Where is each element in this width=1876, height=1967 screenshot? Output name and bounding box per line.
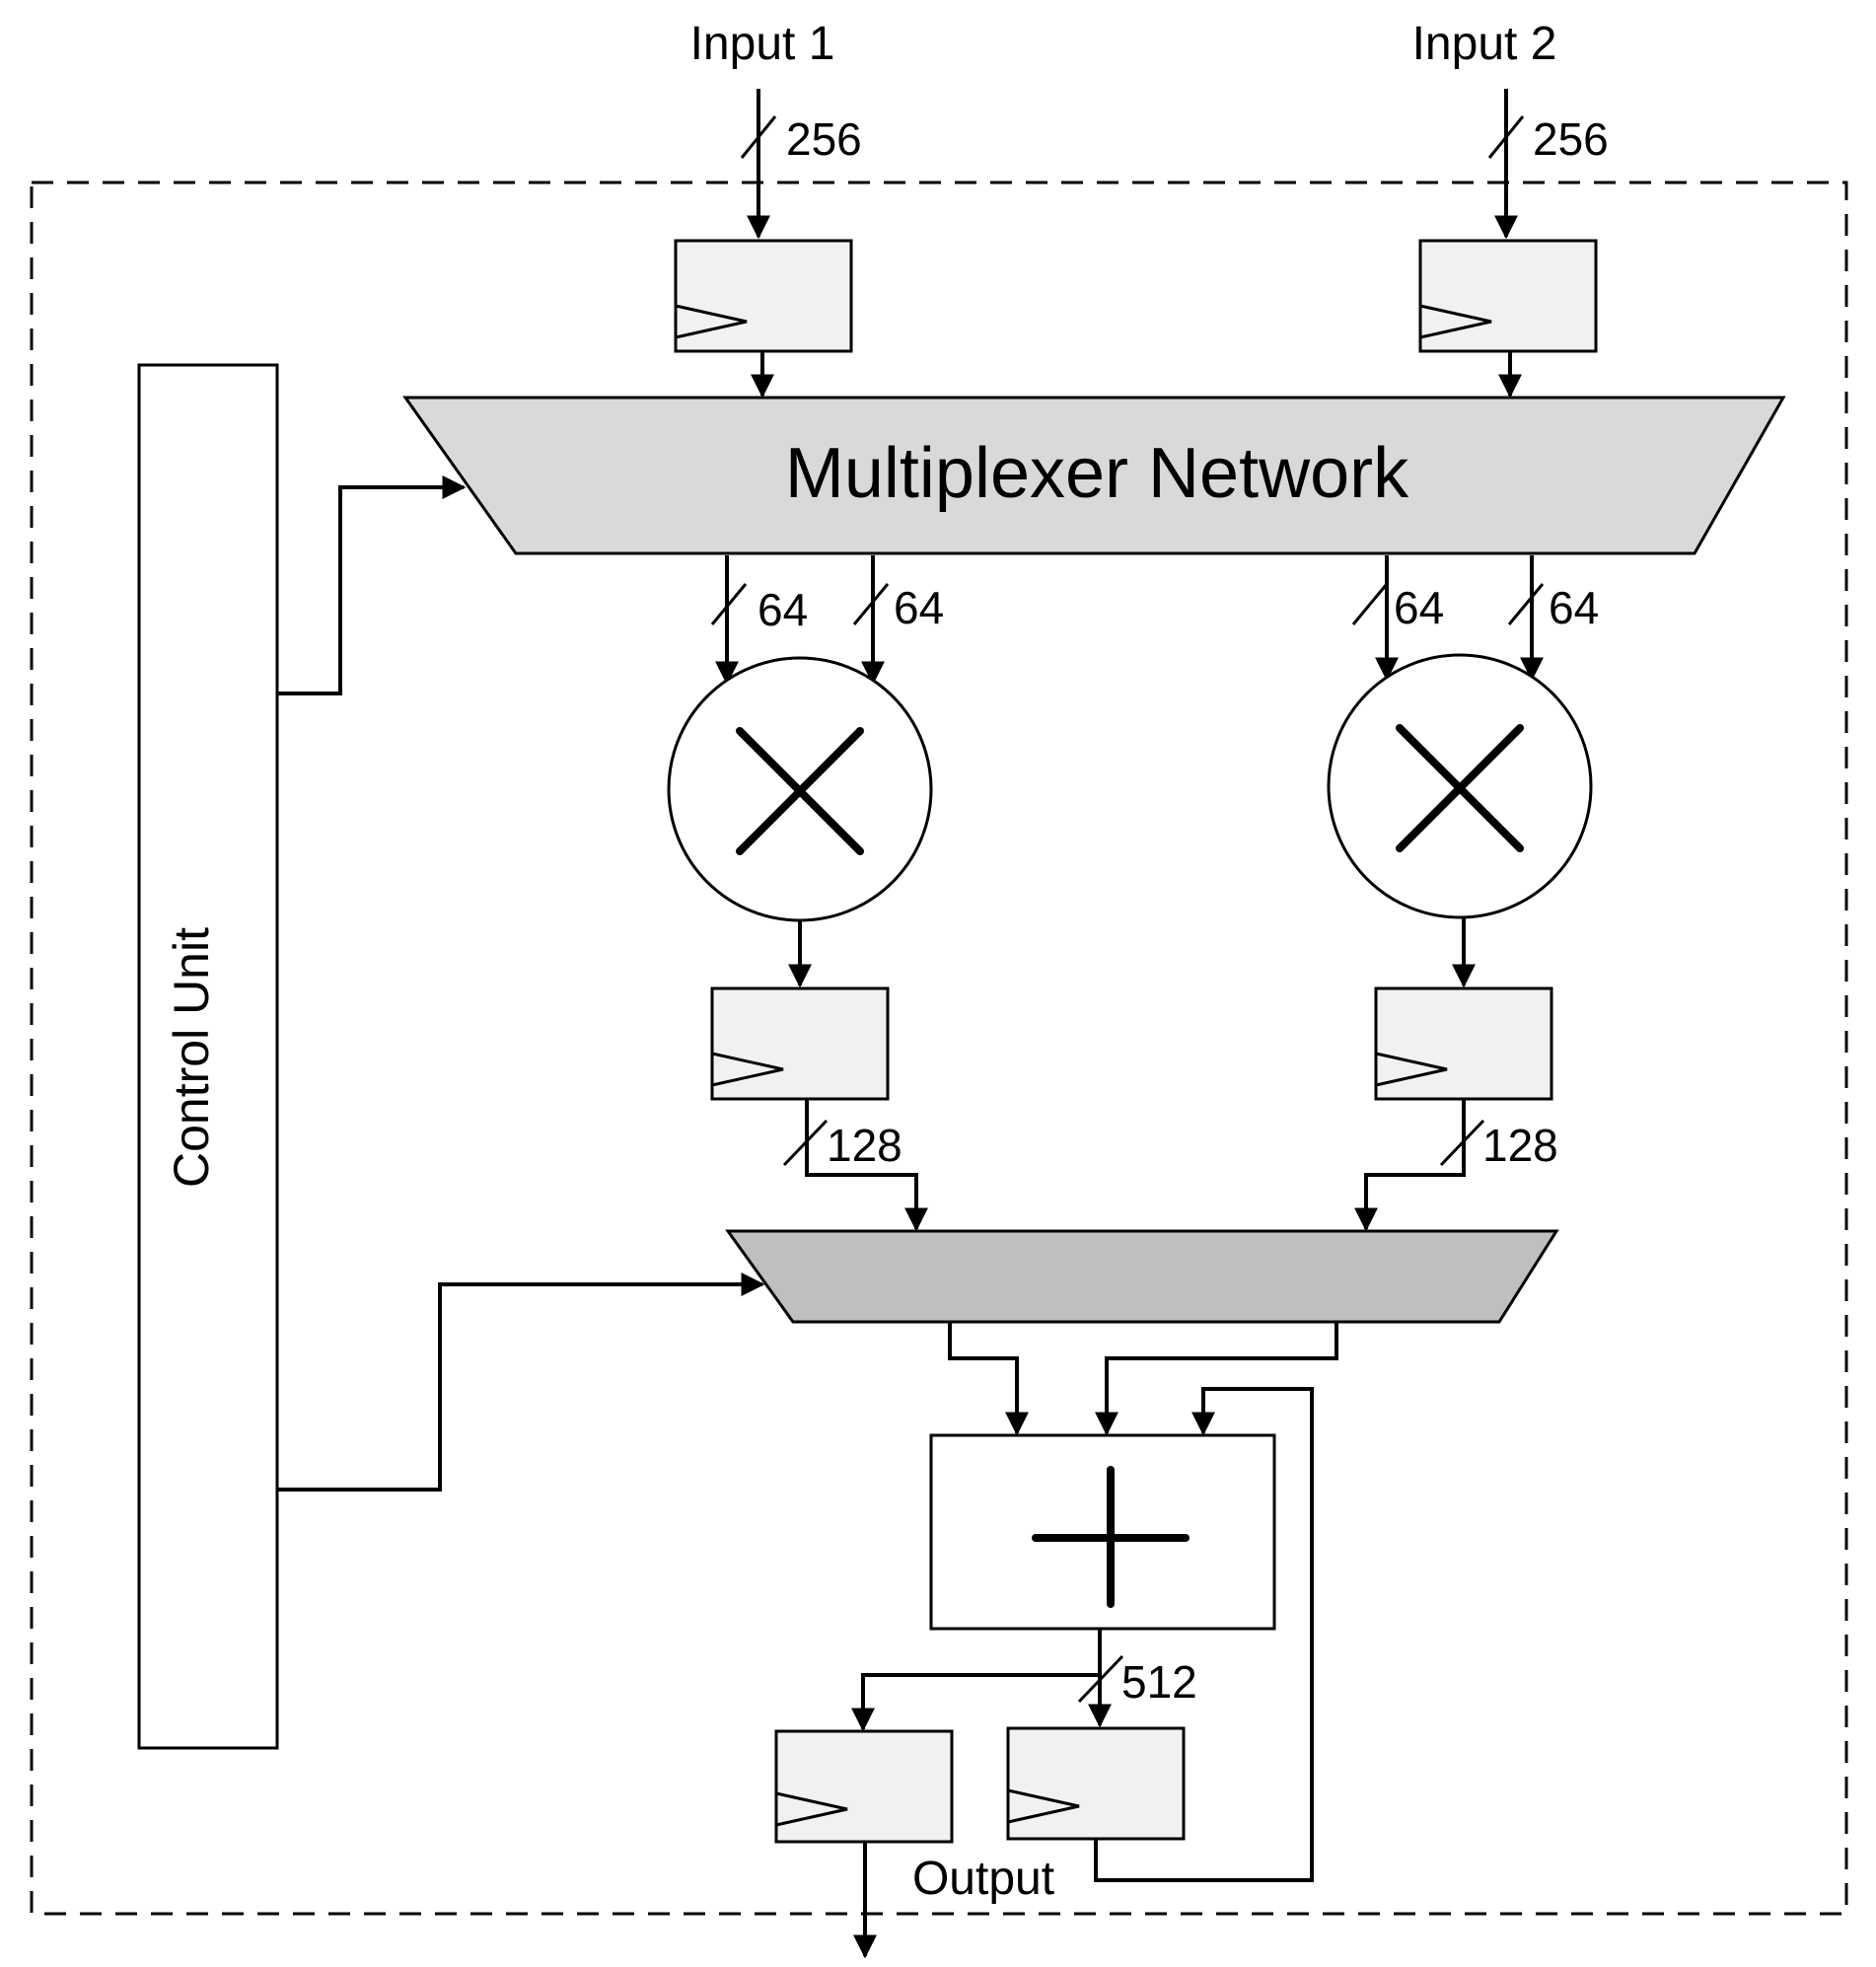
module-boundary: [30, 181, 1848, 1916]
accumulator-feedback-wire: [1094, 1387, 1314, 1882]
input-1-label: Input 1: [690, 18, 835, 70]
input-1-width-label: 256: [786, 113, 862, 165]
mux-out-b1-width: 64: [1394, 582, 1444, 633]
input-2-register: [1418, 239, 1598, 353]
product-right-to-mux-wire: [1354, 1099, 1466, 1232]
bus-slash: [782, 1119, 829, 1167]
multiplier-left: [667, 656, 933, 922]
product-left-to-mux-wire: [805, 1099, 928, 1232]
mux-to-adder-wire-1: [948, 1322, 1029, 1436]
output-register: [774, 1729, 954, 1844]
bus-slash: [1351, 583, 1389, 625]
multiplexer-network: [402, 396, 1786, 555]
accumulator-register: [1006, 1726, 1186, 1841]
bus-slash: [1487, 115, 1525, 159]
bus-slash: [852, 583, 890, 625]
input-2-label: Input 2: [1412, 18, 1557, 70]
input-1-register: [674, 239, 853, 353]
control-unit-label: Control Unit: [164, 927, 219, 1188]
bus-slash: [710, 583, 748, 625]
output-label: Output: [912, 1853, 1054, 1905]
multiplexer-network-label: Multiplexer Network: [785, 434, 1409, 513]
bus-slash: [1439, 1119, 1485, 1167]
product-register-right: [1374, 986, 1553, 1101]
bus-slash: [740, 115, 777, 159]
mux-out-b2-width: 64: [1549, 582, 1599, 633]
adder: [929, 1433, 1276, 1631]
control-to-output-mux-wire: [277, 1273, 765, 1492]
product-left-width: 128: [827, 1120, 902, 1171]
mux-to-adder-wire-2: [1095, 1322, 1338, 1436]
mux-out-a1-width: 64: [758, 584, 808, 635]
bus-slash: [1507, 583, 1545, 625]
mux-out-a2-width: 64: [894, 582, 944, 633]
bus-slash: [1077, 1654, 1124, 1704]
control-unit: [137, 363, 279, 1750]
multiplier-right: [1327, 653, 1593, 919]
product-register-left: [710, 986, 890, 1101]
adder-to-output-register-wire: [851, 1673, 1100, 1732]
adder-output-width: 512: [1121, 1656, 1197, 1708]
control-to-mux-wire: [277, 475, 467, 695]
input-2-width-label: 256: [1533, 113, 1609, 165]
output-multiplexer: [725, 1229, 1559, 1324]
product-right-width: 128: [1482, 1120, 1558, 1171]
